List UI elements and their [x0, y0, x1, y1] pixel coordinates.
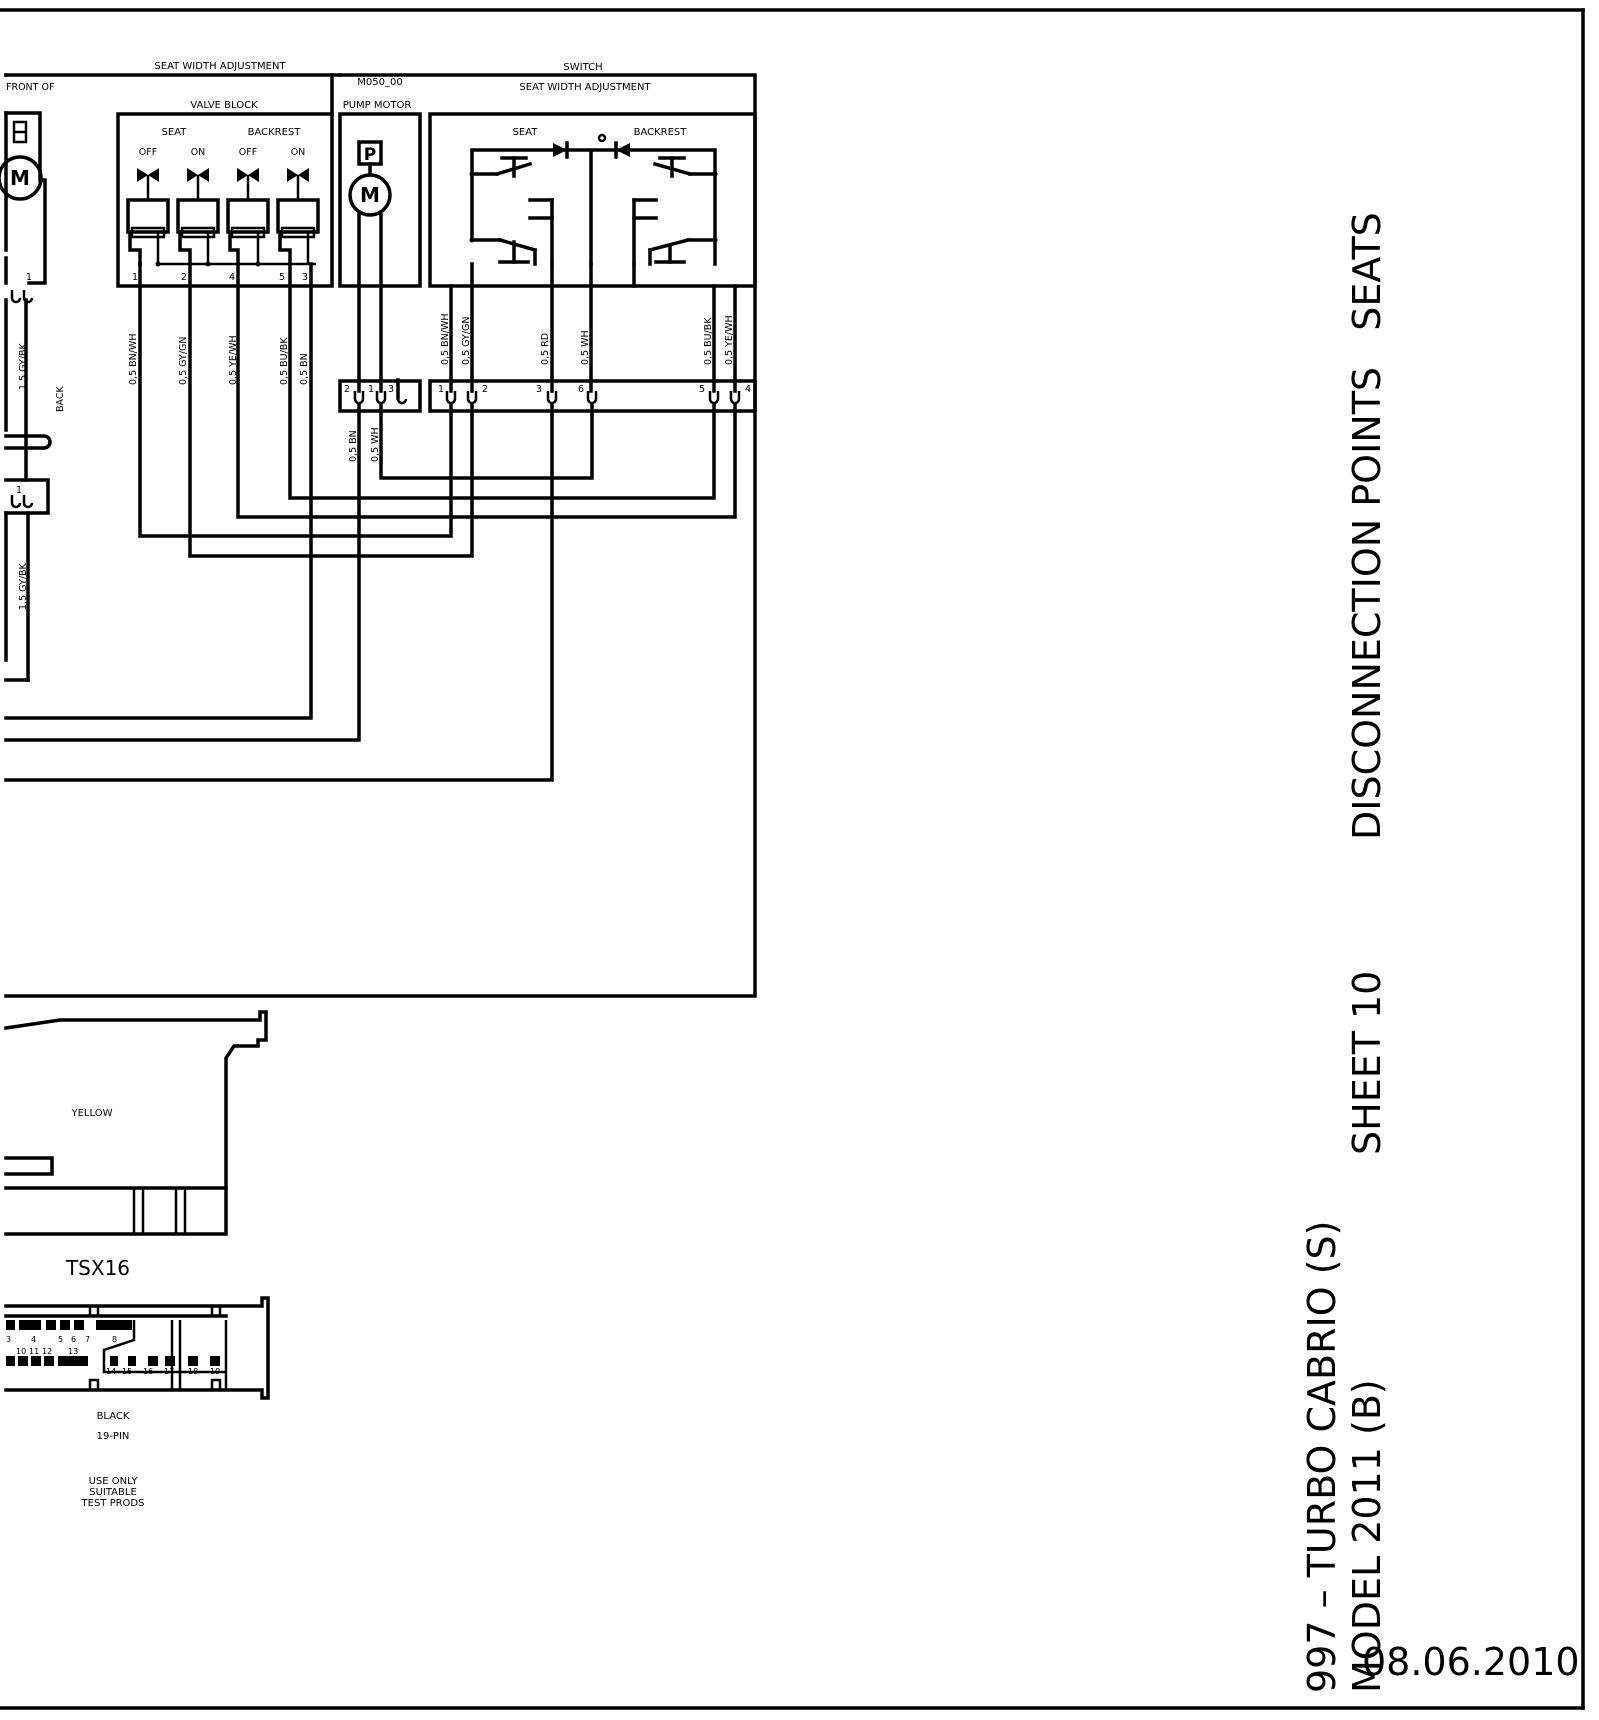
wire-label-switch-6: 0,5 WH [580, 330, 591, 365]
valve-5-pin: 5 [279, 272, 285, 283]
valve-1: OFF 1 [126, 147, 170, 283]
pump-p-glyph: P [364, 145, 376, 165]
valve-block: VALVE BLOCK SEAT BACKREST OFF 1 ON 2 OFF [116, 100, 334, 288]
left-pin-upper: 1 [26, 272, 32, 283]
pump-pin-2: 2 [344, 384, 350, 395]
tsx16-pin-15: 15 [122, 1367, 132, 1376]
sheet-frame [0, 8, 1585, 1710]
pump-motor-label: PUMP MOTOR [343, 100, 412, 111]
title-model-line2: MODEL 2011 (B) [1345, 1379, 1389, 1693]
wire-label-valve4: 0,5 YE/WH [228, 335, 239, 385]
tsx16-note-2: SUITABLE [89, 1487, 137, 1498]
tsx16-pin-8: 8 [112, 1335, 117, 1344]
valve-2-pin: 2 [181, 272, 187, 283]
tsx16-pin-4: 4 [31, 1335, 36, 1344]
switch-seat-width: SWITCH SEAT WIDTH ADJUSTMENT SEAT BACKRE… [4, 62, 757, 288]
tsx16-pin-12: 12 [42, 1347, 52, 1356]
tsx16-note-1: USE ONLY [89, 1476, 139, 1487]
wire-label-pump-bn: 0,5 BN [348, 430, 359, 462]
left-fragment: FRONT OF M 1 1,5 GY/BK BACK 1 1,5 GY/BK [0, 82, 66, 682]
title-section: DISCONNECTION POINTS SEATS [1345, 212, 1389, 840]
left-wire-upper: 1,5 GY/BK [18, 342, 29, 390]
tsx16-pin-7: 7 [85, 1335, 90, 1344]
valve-5: ON 5 3 [276, 147, 320, 283]
tsx16-pin-13: 13 [68, 1347, 78, 1356]
left-motor-glyph: M [10, 166, 30, 190]
title-model-line1: 997 – TURBO CABRIO (S) [1300, 1221, 1344, 1693]
tsx16-pin-19: 19 [210, 1367, 220, 1376]
front-of-label: FRONT OF [6, 82, 54, 93]
wire-label-switch-5: 0,5 BU/BK [703, 317, 714, 365]
wire-label-switch-3: 0,5 RD [540, 333, 551, 365]
tsx16-note-3: TEST PRODS [81, 1498, 145, 1509]
switch-pin-4: 4 [745, 384, 751, 395]
wiring [4, 213, 737, 782]
tsx16-pin-6: 6 [71, 1335, 76, 1344]
valve-1-state: OFF [139, 147, 157, 158]
valve-2-state: ON [191, 147, 206, 158]
wire-label-switch-1: 0,5 BN/WH [440, 314, 451, 366]
wire-label-valve1: 0,5 BN/WH [128, 334, 139, 386]
tsx16-pin-14: 14 [106, 1367, 116, 1376]
valve-block-pin-3: 3 [302, 272, 308, 283]
wire-label-valve2: 0,5 GY/GN [178, 337, 189, 386]
title-date: 08.06.2010 [1362, 1640, 1580, 1684]
wire-label-pump-wh: 0,5 WH [370, 427, 381, 462]
switch-title: SWITCH [563, 62, 602, 73]
switch-pin-2: 2 [482, 384, 488, 395]
valve-2: ON 2 [176, 147, 220, 283]
valve-4-state: OFF [239, 147, 257, 158]
tsx16-pin-5: 5 [58, 1335, 63, 1344]
valve-group-seat: SEAT [162, 127, 188, 138]
valve-4-pin: 4 [229, 272, 235, 283]
pump-m-glyph: M [360, 183, 380, 207]
valve-4: OFF 4 [226, 147, 270, 283]
title-sheet-number: SHEET 10 [1345, 971, 1389, 1155]
tsx16-pin-10: 10 [16, 1347, 26, 1356]
valve-5-state: ON [291, 147, 306, 158]
switch-backrest-label: BACKREST [634, 127, 688, 138]
wire-labels: 0,5 BN/WH 0,5 GY/GN 0,5 YE/WH 0,5 BU/BK … [128, 314, 735, 463]
left-wire-lower: 1,5 GY/BK [18, 562, 29, 610]
left-pin-lower: 1 [16, 485, 22, 496]
seat-width-frame: SEAT WIDTH ADJUSTMENT [4, 61, 757, 998]
title-block: 997 – TURBO CABRIO (S) MODEL 2011 (B) SH… [1300, 212, 1580, 1693]
wire-label-valve5: 0,5 BU/BK [279, 337, 290, 385]
tsx16-pin-17: 17 [164, 1367, 174, 1376]
seat-width-title: SEAT WIDTH ADJUSTMENT [154, 61, 286, 72]
tsx16-color: BLACK [97, 1411, 130, 1422]
valve-group-backrest: BACKREST [248, 127, 302, 138]
yellow-label: YELLOW [71, 1108, 113, 1119]
yellow-connector: YELLOW [4, 1010, 268, 1236]
switch-pin-6: 6 [578, 384, 584, 395]
tsx16-pin-16: 16 [143, 1367, 153, 1376]
switch-subtitle: SEAT WIDTH ADJUSTMENT [519, 82, 651, 93]
switch-pin-1: 1 [438, 384, 444, 395]
pump-pin-3: 3 [388, 384, 394, 395]
switch-pin-5: 5 [699, 384, 705, 395]
wire-label-switch-2: 0,5 GY/GN [461, 317, 472, 366]
valve-1-pin: 1 [132, 272, 138, 283]
tsx16-connector: TSX16 [4, 1256, 270, 1509]
valve-block-label: VALVE BLOCK [190, 100, 258, 111]
left-back-label: BACK [55, 386, 66, 412]
tsx16-pin-count: 19-PIN [97, 1431, 130, 1442]
wire-label-valve3: 0,5 BN [299, 353, 310, 385]
tsx16-name: TSX16 [65, 1256, 130, 1280]
tsx16-pin-11: 11 [29, 1347, 39, 1356]
wire-label-switch-4: 0,5 YE/WH [724, 315, 735, 365]
pump-code: M050_00 [357, 77, 402, 88]
tsx16-pin-18: 18 [188, 1367, 198, 1376]
tsx16-pin-3: 3 [6, 1335, 11, 1344]
tsx16-pin-numbers: 3 4 5 6 7 8 10 11 12 13 14 15 16 17 18 1… [6, 1335, 220, 1376]
switch-seat-label: SEAT [513, 127, 539, 138]
switch-pin-3: 3 [536, 384, 542, 395]
pump-pin-1: 1 [368, 384, 374, 395]
